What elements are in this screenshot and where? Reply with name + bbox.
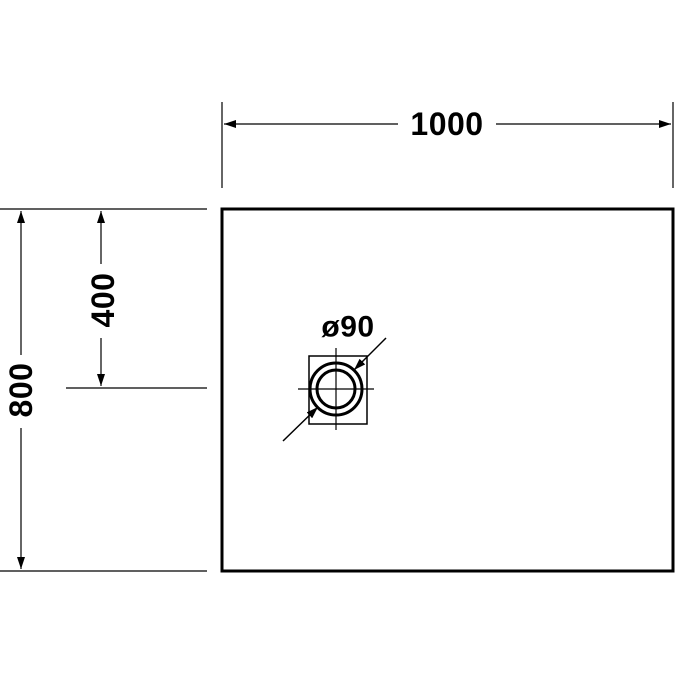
drain: ø90 (282, 311, 387, 442)
drain-diameter-label: ø90 (321, 311, 374, 344)
diameter-leader-upper (353, 337, 387, 371)
drain-offset-dimension: 400 (66, 211, 207, 389)
tray-outline (220, 207, 675, 573)
diameter-leader-lower (282, 406, 319, 442)
drain-offset-label: 400 (85, 273, 121, 328)
width-dimension: 1000 (221, 102, 674, 188)
width-label: 1000 (410, 106, 483, 142)
height-dimension: 800 (0, 208, 207, 572)
height-label: 800 (3, 363, 39, 418)
